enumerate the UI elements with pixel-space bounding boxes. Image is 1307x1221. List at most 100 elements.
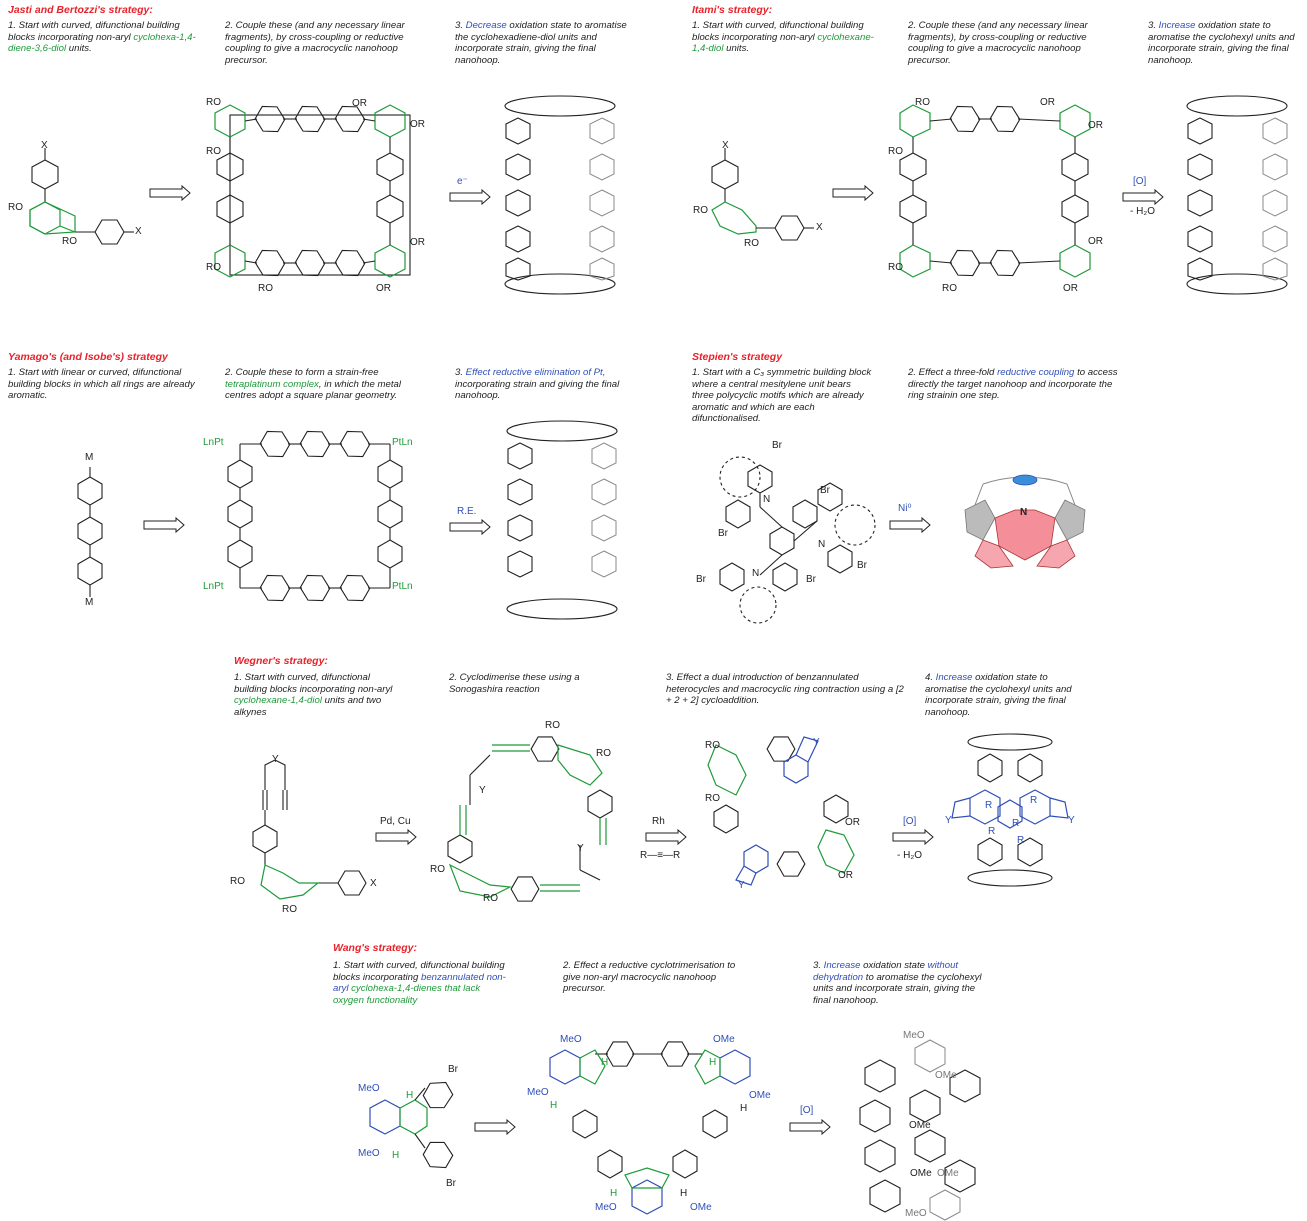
stepien-step2: 2. Effect a three-fold reductive couplin… (908, 367, 1118, 402)
wegner-mc-y-1: Y (479, 785, 486, 796)
wegner-nh-r-4: R (988, 826, 996, 837)
jasti-reagent: e⁻ (457, 176, 468, 187)
jasti-macrocycle (214, 104, 411, 278)
itami-step3: 3. Increase oxidation state to aromatise… (1148, 20, 1295, 66)
wang-step2: 2. Effect a reductive cyclotrimerisation… (563, 960, 736, 995)
jasti-mc-ro-4: RO (258, 283, 273, 294)
wegner-nh-r-2: R (1030, 795, 1038, 806)
itami-mc-or-1: OR (1040, 97, 1055, 108)
wang-arrow-2 (789, 1118, 831, 1136)
jasti-mc-ro-3: RO (206, 262, 221, 273)
wegner-mc-ro-2: RO (596, 748, 611, 759)
itami-mc-ro-4: RO (942, 283, 957, 294)
stepien-br-6: Br (806, 574, 816, 585)
yamago-ptln-1: PtLn (392, 437, 413, 448)
itami-x-right: X (816, 222, 823, 233)
wegner-arrow-3 (892, 828, 934, 846)
wang-nh-meo-2: MeO (905, 1208, 927, 1219)
itami-mc-ro-1: RO (915, 97, 930, 108)
jasti-step3: 3. Decrease oxidation state to aromatise… (455, 20, 627, 66)
wang-mc-h-3: H (709, 1057, 717, 1068)
jasti-mc-ro-2: RO (206, 146, 221, 157)
wang-mc-h-6: H (680, 1188, 688, 1199)
wang-h-2: H (392, 1150, 400, 1161)
wang-reagent: [O] (800, 1105, 814, 1116)
jasti-title: Jasti and Bertozzi's strategy: (8, 4, 153, 16)
itami-macrocycle (899, 104, 1091, 278)
stepien-title: Stepien's strategy (692, 351, 783, 363)
yamago-lnpt-1: LnPt (203, 437, 224, 448)
jasti-step2: 2. Couple these (and any necessary linea… (225, 20, 405, 66)
itami-arrow-1 (832, 184, 874, 202)
wang-nh-ome-4: OMe (937, 1168, 959, 1179)
wang-mc-meo-2: MeO (527, 1087, 549, 1098)
yamago-tetraplatinum (227, 430, 403, 602)
wang-mc-h-2: H (550, 1100, 558, 1111)
wang-step1: 1. Start with curved, difunctional build… (333, 960, 506, 1006)
itami-mc-or-3: OR (1088, 236, 1103, 247)
stepien-n-2: N (818, 539, 826, 550)
wegner-title: Wegner's strategy: (234, 655, 328, 667)
jasti-mc-or-1: OR (352, 98, 367, 109)
wang-building-block (369, 1081, 454, 1169)
wegner-alkyne: R—≡—R (640, 850, 681, 861)
wegner-ca-y-2: Y (738, 880, 745, 891)
wang-mc-meo-1: MeO (560, 1034, 582, 1045)
wegner-nh-y-1: Y (945, 815, 952, 826)
wegner-arrow-2 (645, 828, 687, 846)
wegner-ca-ro-2: RO (705, 793, 720, 804)
wang-macrocycle (549, 1041, 751, 1215)
wang-mc-h-5: H (610, 1188, 618, 1199)
wang-mc-meo-3: MeO (595, 1202, 617, 1213)
itami-mc-ro-2: RO (888, 146, 903, 157)
yamago-lnpt-2: LnPt (203, 581, 224, 592)
yamago-title: Yamago's (and Isobe's) strategy (8, 351, 168, 363)
itami-x-top: X (722, 140, 729, 151)
wang-nh-ome-1: OMe (935, 1070, 957, 1081)
wang-mc-ome-3: OMe (690, 1202, 712, 1213)
stepien-reagent: Ni⁰ (898, 503, 912, 514)
wang-mc-ome-1: OMe (713, 1034, 735, 1045)
wegner-reagent-2: Rh (652, 816, 665, 827)
wegner-mc-ro-4: RO (483, 893, 498, 904)
wegner-macrocycle (447, 736, 613, 902)
jasti-mc-or-4: OR (376, 283, 391, 294)
itami-step1: 1. Start with curved, difunctional build… (692, 20, 874, 55)
jasti-ro-2: RO (62, 236, 77, 247)
wegner-cycloadduct (707, 736, 855, 886)
stepien-step1: 1. Start with a C₃ symmetric building bl… (692, 367, 872, 425)
wegner-ca-ro-1: RO (705, 740, 720, 751)
yamago-ptln-2: PtLn (392, 581, 413, 592)
wegner-ca-or-2: OR (838, 870, 853, 881)
itami-ro-2: RO (744, 238, 759, 249)
wegner-step3: 3. Effect a dual introduction of benzann… (666, 672, 904, 707)
wegner-ca-y-1: Y (813, 737, 820, 748)
wang-br-2: Br (446, 1178, 456, 1189)
wegner-step2: 2. Cyclodimerise these using a Sonogashi… (449, 672, 580, 695)
wang-title: Wang's strategy: (333, 942, 417, 954)
wang-meo-1: MeO (358, 1083, 380, 1094)
itami-mc-ro-3: RO (888, 262, 903, 273)
wegner-nh-r-5: R (1017, 835, 1025, 846)
itami-nanohoop (1186, 95, 1288, 295)
itami-ro-1: RO (693, 205, 708, 216)
wegner-y: Y (272, 754, 279, 765)
yamago-arrow-2 (449, 518, 491, 536)
stepien-building-block (719, 456, 876, 624)
wegner-ro-1: RO (230, 876, 245, 887)
wegner-ca-or-1: OR (845, 817, 860, 828)
jasti-x-top: X (41, 140, 48, 151)
jasti-nanohoop (504, 95, 616, 295)
wegner-ro-2: RO (282, 904, 297, 915)
yamago-building-block (77, 467, 103, 597)
jasti-building-block (29, 148, 134, 245)
wegner-nh-r-3: R (1012, 818, 1020, 829)
wegner-mc-ro-1: RO (545, 720, 560, 731)
stepien-n-3: N (752, 568, 760, 579)
itami-building-block (711, 148, 814, 241)
wang-nh-ome-2: OMe (909, 1120, 931, 1131)
wegner-mc-y-2: Y (577, 843, 584, 854)
wegner-reagent-3: [O] (903, 816, 917, 827)
jasti-arrow-2 (449, 188, 491, 206)
